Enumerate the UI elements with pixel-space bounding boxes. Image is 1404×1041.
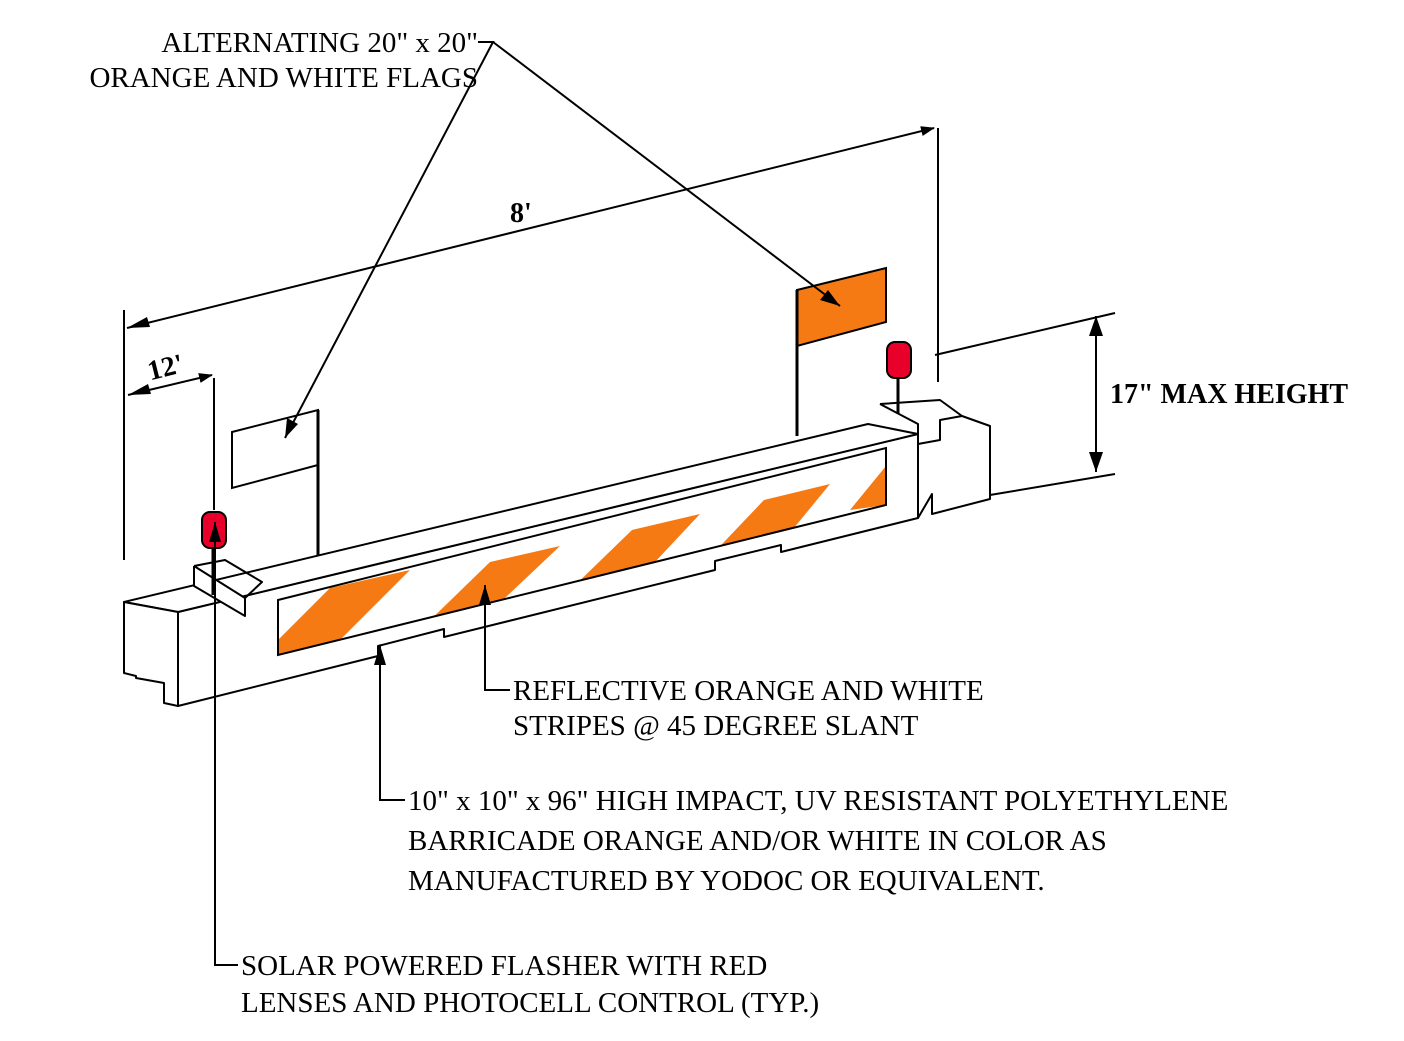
- flags-label-line2: ORANGE AND WHITE FLAGS: [89, 62, 478, 94]
- dimension-arrowheads: [127, 316, 1103, 472]
- barricade-leader: [379, 645, 405, 801]
- stripes-leader: [484, 585, 510, 691]
- leader-lines: [214, 41, 841, 966]
- leader-arrowheads: [209, 290, 840, 665]
- dimension-lines: [123, 126, 1116, 560]
- flags-label-line1: ALTERNATING 20" x 20": [161, 27, 478, 59]
- barricade-label-line2: BARRICADE ORANGE AND/OR WHITE IN COLOR A…: [408, 825, 1107, 857]
- stripes-label-line1: REFLECTIVE ORANGE AND WHITE: [513, 675, 984, 707]
- barricade-label-line3: MANUFACTURED BY YODOC OR EQUIVALENT.: [408, 865, 1045, 897]
- barricade-body: [123, 399, 991, 707]
- flasher-label-line1: SOLAR POWERED FLASHER WITH RED: [241, 950, 767, 982]
- end-offset-dimension: 12': [144, 348, 186, 387]
- barricade-right-end: [917, 415, 991, 519]
- right-flasher: [886, 341, 912, 414]
- height-dimension: 17" MAX HEIGHT: [1110, 379, 1348, 410]
- white-flag: [231, 408, 320, 555]
- length-dimension: 8': [510, 198, 532, 229]
- flag-leader-left: [284, 41, 495, 439]
- barricade-left-end: [123, 601, 179, 707]
- stripe-panel: [277, 446, 887, 657]
- stripes-label-line2: STRIPES @ 45 DEGREE SLANT: [513, 710, 919, 742]
- left-notch: [193, 565, 246, 617]
- barricade-label-line1: 10" x 10" x 96" HIGH IMPACT, UV RESISTAN…: [408, 785, 1228, 817]
- flag-leader-right: [492, 41, 841, 307]
- flasher-leader: [214, 522, 238, 966]
- flasher-label-line2: LENSES AND PHOTOCELL CONTROL (TYP.): [241, 987, 819, 1019]
- orange-flag: [795, 266, 887, 436]
